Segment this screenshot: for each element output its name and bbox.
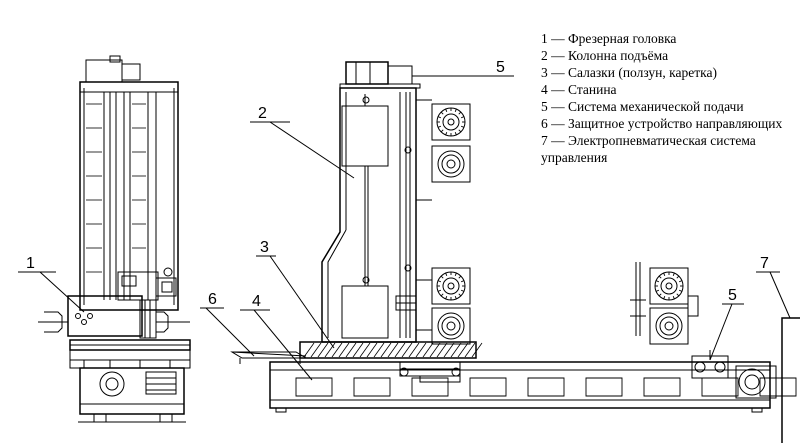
callout-leaders [18,76,790,380]
legend-item-6: 6 — Защитное устройство направляющих [541,116,783,131]
legend-item-5: 5 — Система механической подачи [541,99,744,114]
legend: 1 — Фрезерная головка 2 — Колонна подъём… [541,30,800,166]
callout-7: 7 [760,255,769,272]
callout-5-lower: 5 [728,287,737,304]
front-view [232,62,796,412]
callout-4: 4 [252,293,261,310]
callout-2: 2 [258,105,267,122]
callout-3: 3 [260,239,269,256]
callout-6: 6 [208,291,217,308]
legend-item-7: 7 — Электропневматическая система управл… [541,133,756,165]
side-view [38,56,190,422]
legend-item-3: 3 — Салазки (ползун, каретка) [541,65,717,80]
right-unit [630,262,800,443]
legend-item-1: 1 — Фрезерная головка [541,31,677,46]
legend-item-2: 2 — Колонна подъёма [541,48,669,63]
callout-1: 1 [26,255,35,272]
legend-item-4: 4 — Станина [541,82,617,97]
callout-5-upper: 5 [496,59,505,76]
